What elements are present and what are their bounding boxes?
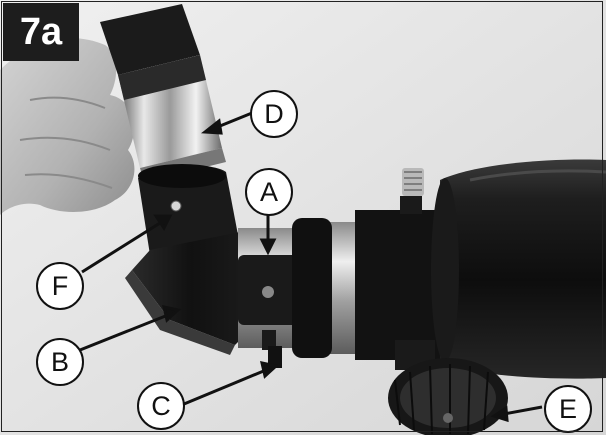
callout-label-a: A <box>245 168 293 216</box>
eyepiece <box>100 4 226 182</box>
callout-label-d: D <box>250 90 298 138</box>
hand <box>0 38 135 215</box>
callout-label-c: C <box>137 382 185 430</box>
pointer-arrows <box>79 111 543 423</box>
star-diagonal <box>125 164 250 355</box>
focus-knob <box>388 340 508 435</box>
callout-label-b: B <box>36 338 84 386</box>
callout-label-e: E <box>544 385 592 433</box>
callout-label-f: F <box>36 262 84 310</box>
figure-tag: 7a <box>3 3 79 61</box>
optical-tube <box>431 159 606 379</box>
